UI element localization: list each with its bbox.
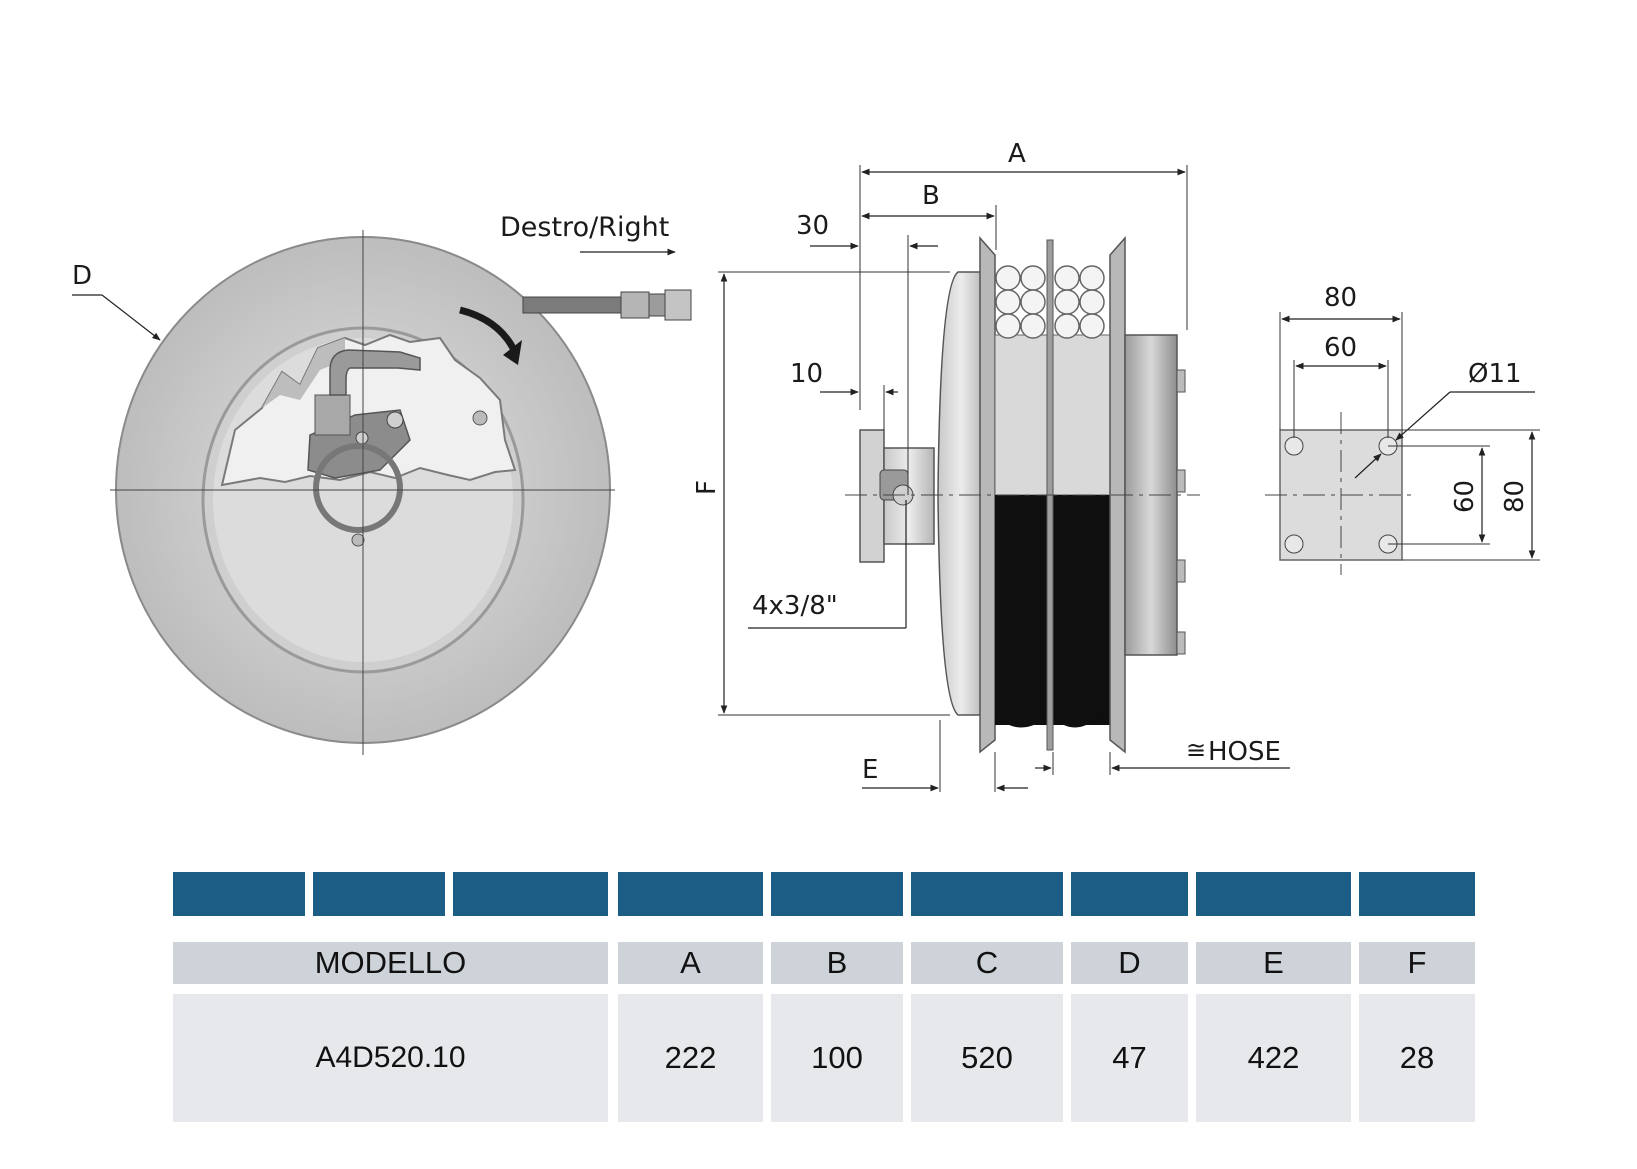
hole-diameter: Ø11 xyxy=(1468,359,1522,389)
table-header-bar xyxy=(1071,872,1188,916)
column-header-modello: MODELLO xyxy=(173,942,608,984)
thread-spec: 4x3/8" xyxy=(752,591,838,621)
table-header-bar xyxy=(911,872,1063,916)
hose-outlet xyxy=(522,296,624,314)
mounting-plate-view: 80 60 Ø11 60 80 xyxy=(1265,283,1540,575)
dim-label-e: E xyxy=(862,755,878,785)
table-cell-e: 422 xyxy=(1196,994,1351,1122)
table-cell-f: 28 xyxy=(1359,994,1475,1122)
cutaway-window xyxy=(220,333,517,487)
drum-housing xyxy=(937,271,986,716)
table-header-bar xyxy=(313,872,445,916)
rotation-arrow xyxy=(459,306,519,354)
column-header-f: F xyxy=(1359,942,1475,984)
table-header-bar xyxy=(771,872,903,916)
column-header-a: A xyxy=(618,942,763,984)
table-header-bar xyxy=(618,872,763,916)
axle-ring xyxy=(313,443,403,533)
table-header-bar xyxy=(1359,872,1475,916)
table-cell-c: 520 xyxy=(911,994,1063,1122)
rotation-label: Destro/Right xyxy=(500,212,669,243)
table-cell-a: 222 xyxy=(618,994,763,1122)
plate-width-inner: 60 xyxy=(1324,333,1357,363)
column-header-b: B xyxy=(771,942,903,984)
dim-label-d: D xyxy=(72,261,92,291)
table-header-bar xyxy=(173,872,305,916)
front-view: D Destro/Right xyxy=(72,212,692,755)
mount-hole xyxy=(1284,534,1304,554)
column-header-d: D xyxy=(1071,942,1188,984)
column-header-c: C xyxy=(911,942,1063,984)
table-cell-b: 100 xyxy=(771,994,903,1122)
plate-height-outer: 80 xyxy=(1500,480,1530,513)
dim-label-a: A xyxy=(1008,139,1026,169)
table-header-bar xyxy=(1196,872,1351,916)
plate-height-inner: 60 xyxy=(1450,480,1480,513)
table-cell-d: 47 xyxy=(1071,994,1188,1122)
table-cell-model: A4D520.10 xyxy=(173,994,608,1122)
mount-hole xyxy=(1284,436,1304,456)
dim-label-30: 30 xyxy=(796,211,829,241)
dim-label-b: B xyxy=(922,181,940,211)
dim-label-10: 10 xyxy=(790,359,823,389)
plate-width-outer: 80 xyxy=(1324,283,1357,313)
dim-label-f: F xyxy=(692,480,722,495)
technical-drawing: D Destro/Right xyxy=(72,139,1540,792)
side-view: A B 30 10 F 4x3/8" E ≅ HOSE xyxy=(692,139,1290,792)
table-header-bar xyxy=(453,872,608,916)
column-header-e: E xyxy=(1196,942,1351,984)
hose-approx-symbol: ≅ xyxy=(1186,736,1206,764)
dim-label-hose: HOSE xyxy=(1208,737,1281,767)
